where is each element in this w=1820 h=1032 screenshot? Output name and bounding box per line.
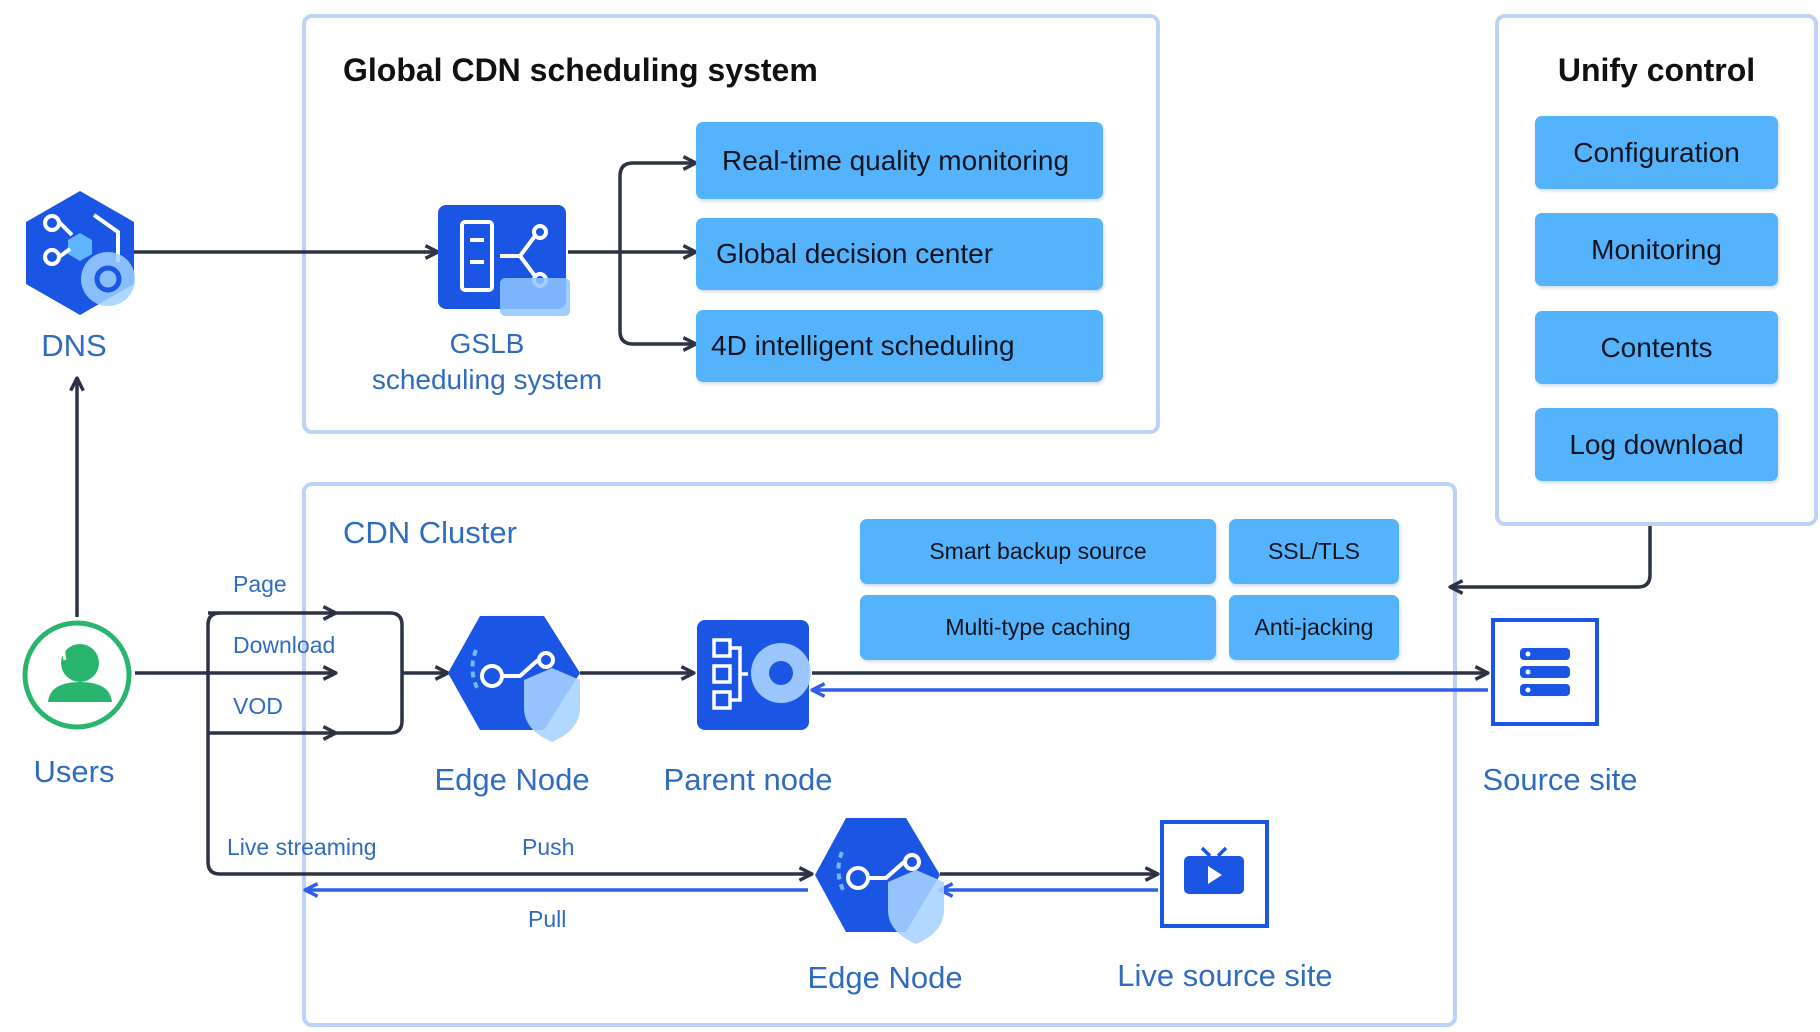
control-item-contents: Contents — [1535, 311, 1778, 384]
cdn-cluster-title: CDN Cluster — [343, 515, 517, 550]
gslb-branch-line — [568, 161, 696, 346]
edge-label-download: Download — [233, 632, 336, 658]
gslb-label-line2: scheduling system — [371, 364, 603, 395]
control-item-log-download: Log download — [1535, 408, 1778, 481]
function-box-decision-center: Global decision center — [696, 218, 1103, 290]
gslb-panel-title: Global CDN scheduling system — [343, 52, 818, 88]
control-item-monitoring: Monitoring — [1535, 213, 1778, 286]
function-box-quality-monitoring: Real-time quality monitoring — [696, 122, 1103, 199]
source-site-label: Source site — [1482, 762, 1638, 797]
edge-node-label: Edge Node — [434, 762, 590, 797]
dns-icon — [26, 191, 135, 315]
function-box-intelligent-scheduling: 4D intelligent scheduling — [696, 310, 1103, 382]
control-to-cluster-line — [1450, 526, 1652, 587]
edge-label-push: Push — [522, 834, 575, 860]
parent-node-label: Parent node — [663, 762, 833, 797]
feature-smart-backup-source: Smart backup source — [860, 519, 1216, 584]
parent-node-icon — [697, 620, 811, 730]
feature-multi-type-caching: Multi-type caching — [860, 595, 1216, 660]
live-edge-node-label: Edge Node — [807, 960, 963, 995]
dns-label: DNS — [41, 328, 107, 363]
edge-label-pull: Pull — [528, 906, 567, 932]
edge-label-page: Page — [233, 571, 287, 597]
gslb-icon — [438, 205, 570, 316]
live-source-site-icon — [1160, 820, 1269, 928]
unify-control-title: Unify control — [1557, 52, 1756, 88]
source-site-icon — [1491, 618, 1599, 726]
edge-node-icon — [448, 616, 580, 742]
control-item-configuration: Configuration — [1535, 116, 1778, 189]
live-source-site-label: Live source site — [1117, 958, 1333, 993]
edge-label-live-streaming: Live streaming — [227, 834, 377, 860]
edge-label-vod: VOD — [233, 693, 283, 719]
users-label: Users — [33, 754, 115, 789]
feature-ssl-tls: SSL/TLS — [1229, 519, 1399, 584]
users-icon — [22, 620, 132, 730]
feature-anti-jacking: Anti-jacking — [1229, 595, 1399, 660]
gslb-label-line1: GSLB — [449, 328, 525, 359]
live-edge-node-icon — [815, 818, 944, 944]
